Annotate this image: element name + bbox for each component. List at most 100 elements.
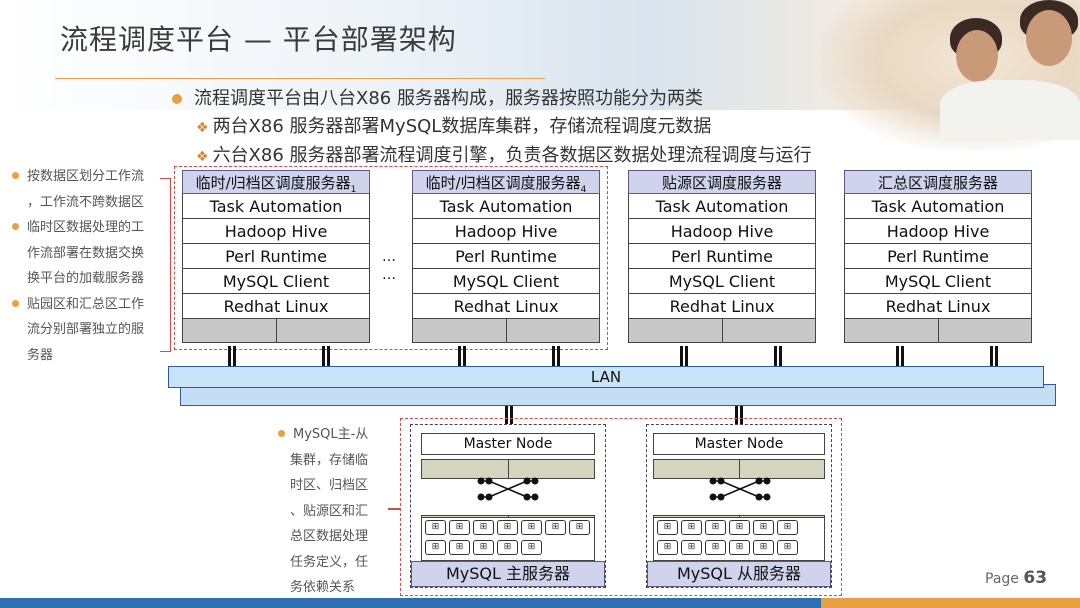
link-connector — [228, 346, 236, 366]
layer-mysql-client: MySQL Client — [412, 269, 600, 294]
note-line: 按数据区划分工作流 — [27, 169, 145, 184]
link-connector — [896, 346, 904, 366]
link-connector — [552, 346, 560, 366]
layer-task-automation: Task Automation — [844, 194, 1032, 219]
mysql-master-label: MySQL 主服务器 — [411, 561, 605, 587]
link-connector — [322, 346, 330, 366]
sub-bullet-1-text: 两台X86 服务器部署MySQL数据库集群，存储流程调度元数据 — [212, 116, 712, 137]
server-temp-archive-1: 临时/归档区调度服务器1 Task Automation Hadoop Hive… — [182, 170, 370, 343]
server-footer — [182, 319, 370, 343]
main-bullet-text: 流程调度平台由八台X86 服务器构成，服务器按照功能分为两类 — [194, 88, 703, 109]
server-footer — [844, 319, 1032, 343]
disk-icon: ⊞ — [449, 520, 470, 535]
disk-icon: ⊞ — [545, 520, 566, 535]
disk-icon: ⊞ — [425, 540, 446, 555]
layer-perl-runtime: Perl Runtime — [628, 244, 816, 269]
layer-redhat-linux: Redhat Linux — [412, 294, 600, 319]
note-line: 务依赖关系 — [290, 580, 356, 595]
left-note-1: 按数据区划分工作流 ，工作流不跨数据区 — [12, 164, 162, 215]
note-line: 务器 — [27, 347, 54, 363]
title-underline — [55, 78, 545, 79]
disk-icon: ⊞ — [569, 520, 590, 535]
bullet-dot-icon — [172, 94, 182, 104]
layer-perl-runtime: Perl Runtime — [412, 244, 600, 269]
mysql-cluster-group — [400, 418, 842, 596]
note-line: 作流部署在数据交换 — [27, 245, 145, 261]
layer-hadoop-hive: Hadoop Hive — [412, 219, 600, 244]
disk-icon: ⊞ — [777, 540, 798, 555]
note-line: 集群，存储临 — [290, 452, 369, 468]
note-line: 临时区数据处理的工 — [27, 220, 145, 235]
temp-archive-group — [174, 166, 608, 350]
left-note-3: 贴园区和汇总区工作 流分别部署独立的服 务器 — [12, 292, 162, 369]
server-header: 临时/归档区调度服务器1 — [182, 170, 370, 195]
lan-bar: LAN — [168, 366, 1044, 388]
layer-redhat-linux: Redhat Linux — [844, 294, 1032, 319]
note-line: 换平台的加载服务器 — [27, 271, 145, 286]
layer-redhat-linux: Redhat Linux — [182, 294, 370, 319]
mysql-note: MySQL主-从 集群，存储临 时区、归档区 、贴源区和汇 总区数据处理 任务定… — [278, 422, 388, 601]
master-node-label: Master Node — [653, 433, 825, 455]
layer-hadoop-hive: Hadoop Hive — [628, 219, 816, 244]
disk-array: ⊞⊞⊞⊞⊞⊞ ⊞⊞⊞⊞⊞⊞ — [421, 517, 595, 561]
disk-icon: ⊞ — [777, 520, 798, 535]
note-line: 总区数据处理 — [290, 529, 369, 544]
note-line: 贴园区和汇总区工作 — [27, 296, 145, 312]
disk-icon: ⊞ — [681, 540, 702, 555]
left-notes: 按数据区划分工作流 ，工作流不跨数据区 临时区数据处理的工 作流部署在数据交换 … — [12, 164, 162, 368]
header-photo — [820, 0, 1080, 150]
disk-icon: ⊞ — [657, 520, 678, 535]
ellipsis-mark: … — [382, 267, 396, 283]
ellipsis: … … — [382, 248, 396, 284]
server-footer — [412, 319, 600, 343]
sub-bullet-2: ❖六台X86 服务器部署流程调度引擎，负责各数据区数据处理流程调度与运行 — [196, 141, 812, 167]
note-line: 、贴源区和汇 — [290, 503, 369, 519]
lan-label: LAN — [590, 368, 622, 386]
note-line: 任务定义，任 — [290, 554, 369, 570]
server-header: 汇总区调度服务器 — [844, 170, 1032, 194]
disk-icon: ⊞ — [473, 520, 494, 535]
layer-mysql-client: MySQL Client — [844, 269, 1032, 294]
cross-link-icon — [709, 477, 771, 501]
main-bullet: 流程调度平台由八台X86 服务器构成，服务器按照功能分为两类 — [172, 84, 703, 110]
disk-icon: ⊞ — [681, 520, 702, 535]
disk-icon: ⊞ — [521, 520, 542, 535]
link-connector — [505, 406, 513, 426]
note-line: 时区、归档区 — [290, 478, 369, 493]
layer-perl-runtime: Perl Runtime — [844, 244, 1032, 269]
disk-icon: ⊞ — [521, 540, 542, 555]
disk-icon: ⊞ — [497, 520, 518, 535]
disk-array: ⊞⊞⊞⊞⊞⊞ ⊞⊞⊞⊞⊞⊞ — [653, 517, 825, 561]
disk-icon: ⊞ — [473, 540, 494, 555]
sub-bullet-2-text: 六台X86 服务器部署流程调度引擎，负责各数据区数据处理流程调度与运行 — [212, 145, 812, 166]
disk-icon: ⊞ — [729, 520, 750, 535]
layer-redhat-linux: Redhat Linux — [628, 294, 816, 319]
node-row — [653, 459, 825, 479]
layer-mysql-client: MySQL Client — [628, 269, 816, 294]
layer-task-automation: Task Automation — [182, 194, 370, 219]
layer-hadoop-hive: Hadoop Hive — [844, 219, 1032, 244]
disk-icon: ⊞ — [729, 540, 750, 555]
link-connector — [680, 346, 688, 366]
disk-icon: ⊞ — [753, 520, 774, 535]
left-note-2: 临时区数据处理的工 作流部署在数据交换 换平台的加载服务器 — [12, 215, 162, 292]
server-index: 4 — [580, 185, 587, 195]
note-line: MySQL主-从 — [293, 427, 369, 442]
master-node-label: Master Node — [421, 433, 595, 455]
disk-icon: ⊞ — [657, 540, 678, 555]
server-footer — [628, 319, 816, 343]
server-temp-archive-4: 临时/归档区调度服务器4 Task Automation Hadoop Hive… — [412, 170, 600, 343]
server-name: 临时/归档区调度服务器 — [425, 174, 581, 192]
note-bracket — [160, 178, 171, 352]
layer-task-automation: Task Automation — [412, 194, 600, 219]
page-number-value: 63 — [1023, 568, 1048, 588]
server-summary: 汇总区调度服务器 Task Automation Hadoop Hive Per… — [844, 170, 1032, 343]
layer-hadoop-hive: Hadoop Hive — [182, 219, 370, 244]
bottom-bar — [0, 598, 1080, 608]
disk-icon: ⊞ — [425, 520, 446, 535]
note-line: 流分别部署独立的服 — [27, 322, 145, 337]
node-row — [421, 459, 595, 479]
layer-perl-runtime: Perl Runtime — [182, 244, 370, 269]
sub-bullet-1: ❖两台X86 服务器部署MySQL数据库集群，存储流程调度元数据 — [196, 112, 711, 138]
link-connector — [774, 346, 782, 366]
